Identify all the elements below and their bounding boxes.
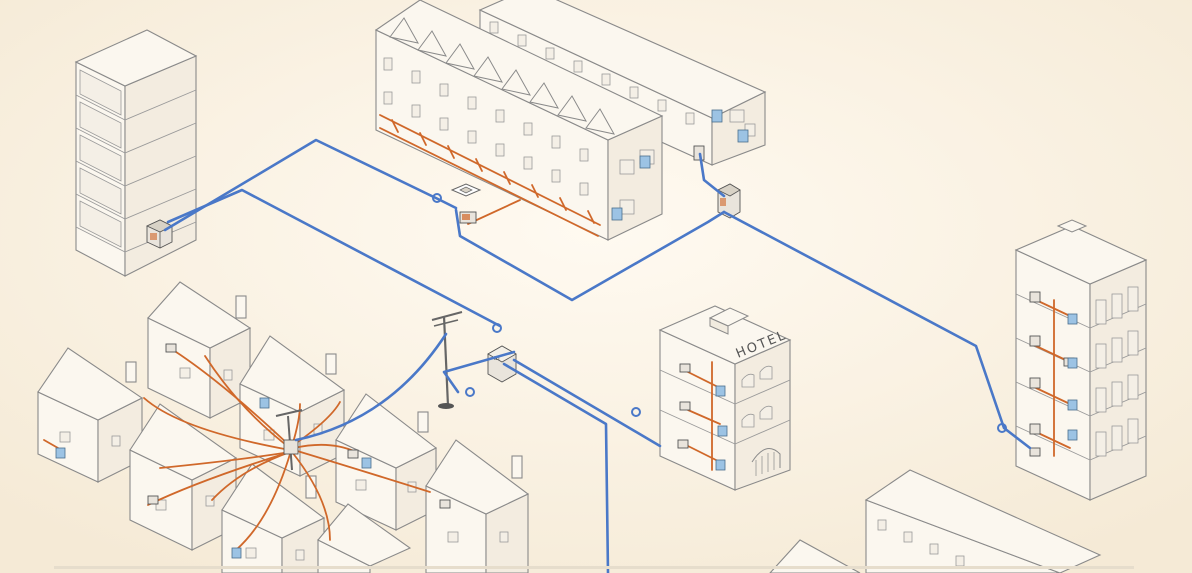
pole-drop-wires [43,347,431,551]
terrace-router-icon [459,211,477,224]
terrace-cabinet-icon [717,183,741,219]
office-tower [74,29,198,277]
street-cabinet-icon: BT [487,345,517,383]
hotel-devices [677,363,728,471]
terrace-end-router-icon [611,109,749,221]
tower-cabinet-icon [146,219,173,249]
apartment-devices [1029,291,1078,457]
terraced-row-bottom-right [769,469,1102,573]
fiber-network [163,138,1032,573]
terrace-copper-lines [379,114,601,237]
hotel-building [658,305,792,491]
hotel-copper-lines [687,361,721,471]
manhole-icon [450,183,482,197]
house-devices [55,343,451,559]
bottom-edge [54,566,1134,569]
apartment-copper-lines [1035,299,1071,457]
utility-pole-icon [431,311,463,409]
apartment-tower [1014,219,1148,501]
svg-text:BT: BT [494,356,501,362]
house-pole-icon [275,409,303,471]
